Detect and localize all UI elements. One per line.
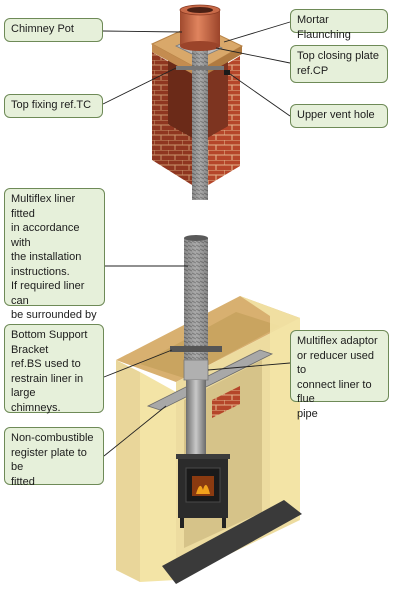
chimney-pot [180, 10, 220, 46]
callout-chimney-pot: Chimney Pot [4, 18, 103, 42]
callout-multiflex-liner: Multiflex liner fitted in accordance wit… [4, 188, 105, 336]
upper-vent-hole [224, 70, 230, 75]
hearth [162, 500, 302, 584]
fireplace [116, 235, 302, 584]
flue-pipe [186, 380, 206, 458]
left-pillar [116, 360, 140, 582]
top-fixing [176, 66, 224, 70]
multiflex-adaptor [183, 359, 209, 381]
callout-mortar-flaunching: Mortar Flaunching [290, 9, 388, 41]
bottom-support-bracket [170, 346, 222, 352]
callout-register-plate: Non-combustible register plate to be fit… [4, 427, 104, 488]
callout-bottom-support-bracket: Bottom Support Bracket ref.BS used to re… [4, 324, 104, 414]
chimney-stack [150, 4, 244, 200]
callout-upper-vent-hole: Upper vent hole [290, 104, 388, 128]
callout-multiflex-adaptor: Multiflex adaptor or reducer used to con… [290, 330, 389, 420]
callout-top-closing-plate: Top closing plate ref.CP [290, 45, 388, 83]
callout-top-fixing: Top fixing ref.TC [4, 94, 103, 118]
leader-lines [102, 21, 291, 457]
stove [176, 454, 230, 528]
